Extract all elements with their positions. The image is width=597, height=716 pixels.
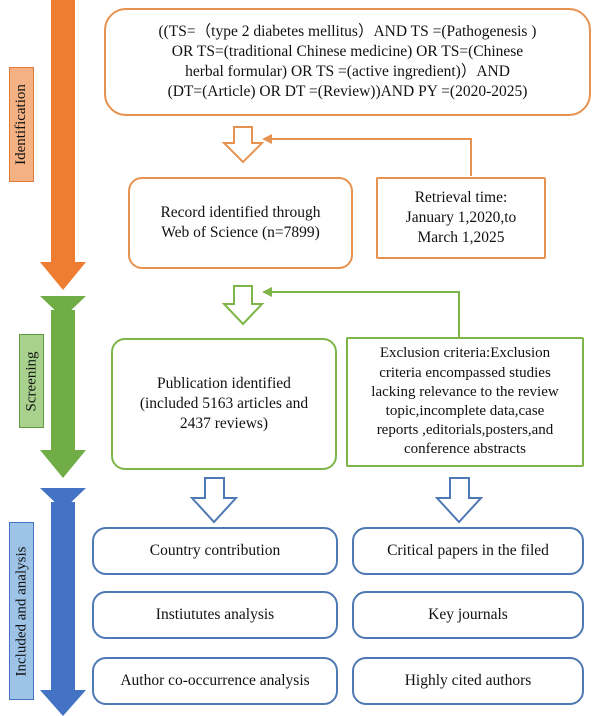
record-identified-box: Record identified through Web of Science… [128,177,353,269]
retrieval-feedback-arrow [262,134,472,176]
critical-papers-box: Critical papers in the filed [352,527,584,575]
exclusion-feedback-arrow [262,287,460,337]
search-query-box: ((TS=（type 2 diabetes mellitus）AND TS =(… [104,8,591,116]
retrieval-time-box: Retrieval time: January 1,2020,to March … [376,177,546,259]
identification-stage-arrow [40,0,86,290]
included-stage-arrow [40,488,86,716]
down-arrow-query-to-record [221,126,265,164]
down-arrow-exclusion-to-analysis-right [434,477,484,524]
key-journals-box: Key journals [352,591,584,639]
screening-stage-arrow [40,296,86,478]
country-contribution-box: Country contribution [92,527,338,575]
down-arrow-record-to-publication [221,285,265,326]
author-cooccurrence-box: Author co-occurrence analysis [92,657,338,705]
publication-identified-box: Publication identified (included 5163 ar… [111,338,337,470]
included-analysis-label: Included and analysis [9,522,34,700]
identification-label: Identification [9,67,34,182]
exclusion-criteria-box: Exclusion criteria:Exclusion criteria en… [346,337,584,467]
screening-label: Screening [19,334,44,428]
institutes-analysis-box: Instiututes analysis [92,591,338,639]
highly-cited-authors-box: Highly cited authors [352,657,584,705]
down-arrow-publication-to-analysis-left [189,477,239,524]
